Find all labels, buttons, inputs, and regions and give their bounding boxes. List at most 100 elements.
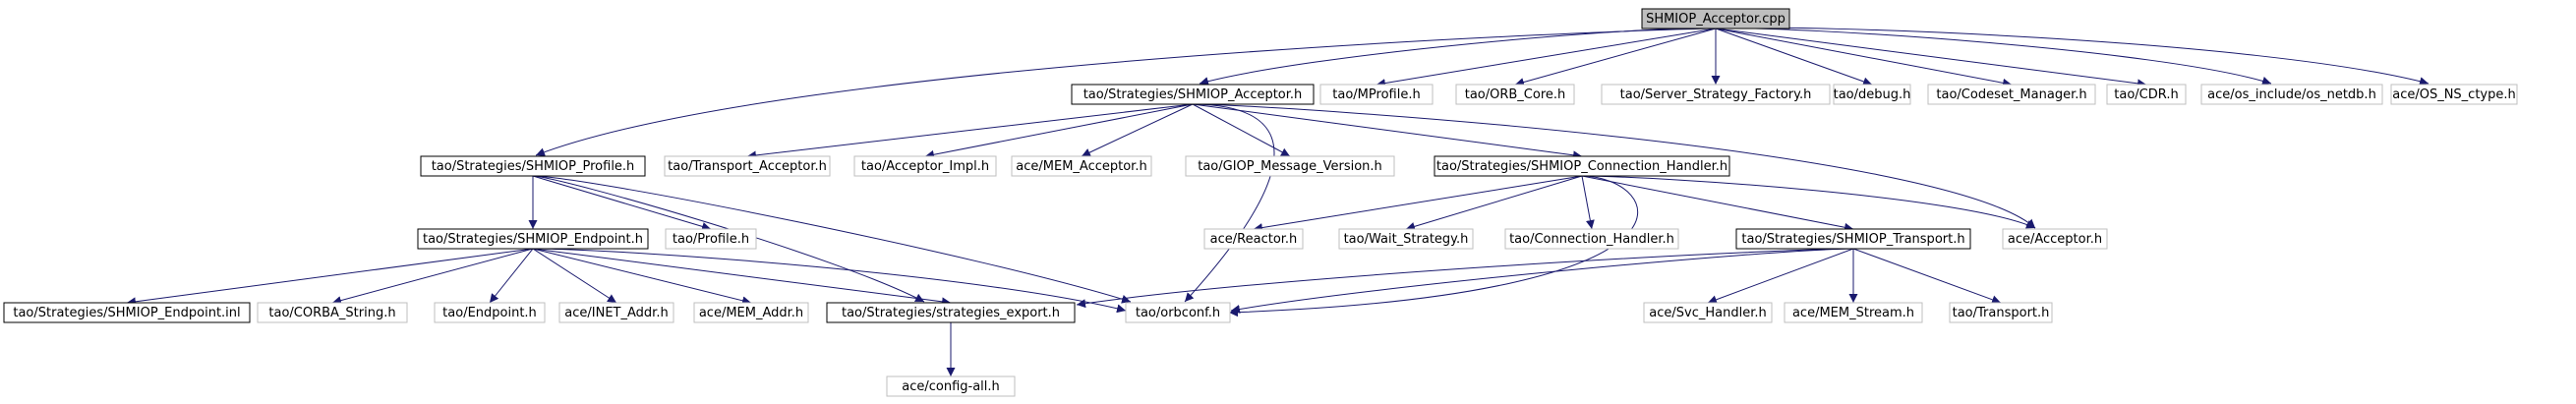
node-shmiop-endpoint-inl[interactable]: tao/Strategies/SHMIOP_Endpoint.inl <box>3 302 251 323</box>
node-shmiop-profile-h[interactable]: tao/Strategies/SHMIOP_Profile.h <box>420 155 646 177</box>
node-box <box>2106 84 2187 105</box>
node-box <box>558 302 674 323</box>
node-orbconf-h: tao/orbconf.h <box>1125 302 1231 323</box>
node-label: ace/Svc_Handler.h <box>1649 306 1766 320</box>
node-box <box>853 155 997 177</box>
node-label: tao/Strategies/SHMIOP_Transport.h <box>1741 232 1964 247</box>
edge-shmiop-profile-h-to-orbconf-h <box>532 175 1132 304</box>
edge-shmiop-transport-h-to-svc-handler-h <box>1707 248 1854 305</box>
node-label: tao/Strategies/strategies_export.h <box>842 306 1060 320</box>
node-box <box>1071 84 1315 105</box>
node-label: tao/Profile.h <box>673 232 749 247</box>
node-box <box>2390 84 2518 105</box>
node-label: tao/Endpoint.h <box>442 306 537 320</box>
node-mem-stream-h: ace/MEM_Stream.h <box>1784 302 1923 323</box>
node-box <box>1338 228 1474 250</box>
node-box <box>1643 302 1773 323</box>
node-mprofile-h: tao/MProfile.h <box>1319 84 1434 105</box>
node-label: ace/config-all.h <box>902 379 1000 394</box>
node-transport-acceptor-h: tao/Transport_Acceptor.h <box>664 155 831 177</box>
node-root: SHMIOP_Acceptor.cpp <box>1641 8 1790 29</box>
edge-shmiop-connection-handler-h-to-reactor-h <box>1253 175 1583 233</box>
node-label: tao/Server_Strategy_Factory.h <box>1620 87 1812 102</box>
node-os-ns-ctype-h: ace/OS_NS_ctype.h <box>2390 84 2518 105</box>
edge-shmiop-acceptor-h-to-giop-message-version-h <box>1192 103 1291 157</box>
node-box <box>1011 155 1152 177</box>
edge-shmiop-endpoint-h-to-shmiop-endpoint-inl <box>126 248 534 307</box>
node-codeset-manager-h: tao/Codeset_Manager.h <box>1927 84 2096 105</box>
node-label: ace/INET_Addr.h <box>564 306 668 320</box>
node-box <box>1504 228 1679 250</box>
node-box <box>1784 302 1923 323</box>
node-box <box>826 302 1076 323</box>
node-acceptor-impl-h: tao/Acceptor_Impl.h <box>853 155 997 177</box>
node-label: tao/Codeset_Manager.h <box>1936 87 2086 102</box>
edge-root-to-debug-h <box>1715 28 1873 87</box>
node-config-all-h: ace/config-all.h <box>886 375 1016 397</box>
node-box <box>1185 155 1395 177</box>
node-mem-addr-h: ace/MEM_Addr.h <box>693 302 809 323</box>
node-endpoint-h: tao/Endpoint.h <box>434 302 546 323</box>
edge-shmiop-transport-h-to-transport-h <box>1852 248 2002 305</box>
edge-shmiop-connection-handler-h-to-shmiop-transport-h <box>1581 175 1854 232</box>
node-label: tao/Strategies/SHMIOP_Endpoint.h <box>423 232 643 247</box>
node-box <box>2200 84 2383 105</box>
edge-root-to-mprofile-h <box>1376 28 1717 87</box>
edge-root-to-orb-core-h <box>1514 28 1717 87</box>
node-shmiop-endpoint-h[interactable]: tao/Strategies/SHMIOP_Endpoint.h <box>417 228 649 250</box>
node-label: ace/MEM_Acceptor.h <box>1016 159 1146 174</box>
edge-shmiop-profile-h-to-profile-h <box>532 175 712 231</box>
node-shmiop-transport-h[interactable]: tao/Strategies/SHMIOP_Transport.h <box>1735 228 1971 250</box>
node-reactor-h: ace/Reactor.h <box>1203 228 1304 250</box>
nodes-layer: SHMIOP_Acceptor.cpp tao/Strategies/SHMIOP… <box>3 8 2518 397</box>
node-label: ace/Reactor.h <box>1210 232 1298 247</box>
node-box <box>1949 302 2053 323</box>
node-box <box>1927 84 2096 105</box>
node-profile-h: tao/Profile.h <box>665 228 757 250</box>
node-box <box>665 228 757 250</box>
node-label: tao/Transport.h <box>1953 306 2050 320</box>
node-label: ace/os_include/os_netdb.h <box>2207 87 2376 102</box>
node-label: ace/OS_NS_ctype.h <box>2392 87 2516 102</box>
node-shmiop-acceptor-h[interactable]: tao/Strategies/SHMIOP_Acceptor.h <box>1071 84 1315 105</box>
node-box <box>886 375 1016 397</box>
edge-shmiop-endpoint-h-to-mem-addr-h <box>532 248 752 306</box>
node-label: tao/orbconf.h <box>1136 306 1220 320</box>
edge-shmiop-endpoint-h-to-inet-addr-h <box>532 248 617 304</box>
node-label: tao/Strategies/SHMIOP_Endpoint.inl <box>13 306 240 320</box>
edge-shmiop-acceptor-h-to-transport-acceptor-h <box>746 103 1194 160</box>
node-label: tao/ORB_Core.h <box>1465 87 1566 102</box>
node-box <box>417 228 649 250</box>
node-label: tao/debug.h <box>1834 87 1911 102</box>
node-os-netdb-h: ace/os_include/os_netdb.h <box>2200 84 2383 105</box>
edge-shmiop-transport-h-to-orbconf-h <box>1230 248 1854 314</box>
node-cdr-h: tao/CDR.h <box>2106 84 2187 105</box>
edge-root-to-shmiop-acceptor-h <box>1199 28 1717 86</box>
edges-layer <box>126 27 2430 376</box>
node-label: tao/Acceptor_Impl.h <box>861 159 989 174</box>
edge-shmiop-transport-h-to-strategies-export-h <box>1076 248 1854 309</box>
node-strategies-export-h[interactable]: tao/Strategies/strategies_export.h <box>826 302 1076 323</box>
node-box <box>1203 228 1304 250</box>
node-box <box>664 155 831 177</box>
node-label: ace/MEM_Addr.h <box>699 306 803 320</box>
node-box <box>434 302 546 323</box>
node-corba-string-h: tao/CORBA_String.h <box>257 302 408 323</box>
node-label: tao/MProfile.h <box>1332 87 1420 102</box>
node-label: ace/Acceptor.h <box>2008 232 2102 247</box>
node-shmiop-connection-handler-h[interactable]: tao/Strategies/SHMIOP_Connection_Handler… <box>1434 155 1730 177</box>
node-connection-handler-h: tao/Connection_Handler.h <box>1504 228 1679 250</box>
node-label: tao/GIOP_Message_Version.h <box>1198 159 1382 174</box>
edge-shmiop-endpoint-h-to-orbconf-h <box>532 248 1127 314</box>
node-label: tao/Connection_Handler.h <box>1509 232 1674 247</box>
node-transport-h: tao/Transport.h <box>1949 302 2053 323</box>
node-box <box>2002 228 2108 250</box>
node-acceptor-h: ace/Acceptor.h <box>2002 228 2108 250</box>
edge-shmiop-acceptor-h-to-acceptor-impl-h <box>924 103 1194 159</box>
edge-root-to-cdr-h <box>1715 28 2147 88</box>
node-label: tao/Strategies/SHMIOP_Acceptor.h <box>1083 87 1303 102</box>
node-label: tao/Strategies/SHMIOP_Connection_Handler… <box>1436 159 1727 174</box>
node-box <box>3 302 251 323</box>
node-box <box>257 302 408 323</box>
